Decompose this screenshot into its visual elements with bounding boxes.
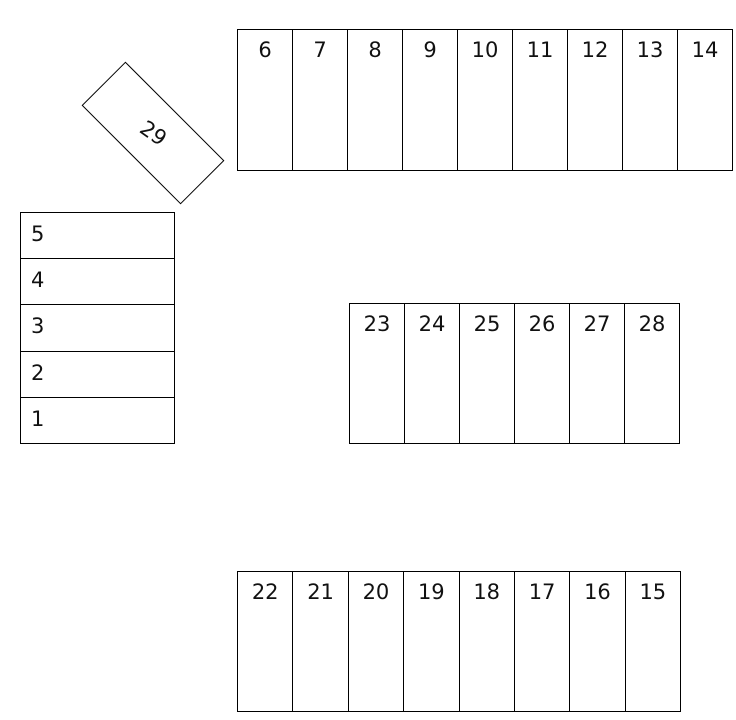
parking-slot: 20 xyxy=(349,572,405,711)
parking-slot: 8 xyxy=(348,30,403,170)
parking-slot: 11 xyxy=(513,30,568,170)
parking-slot: 22 xyxy=(238,572,294,711)
parking-slot: 2 xyxy=(21,352,174,398)
parking-slot: 27 xyxy=(570,304,625,443)
parking-slot: 12 xyxy=(568,30,623,170)
parking-slot: 16 xyxy=(570,572,626,711)
parking-slot: 15 xyxy=(639,580,667,604)
parking-slot: 17 xyxy=(515,572,571,711)
parking-slot: 4 xyxy=(21,259,174,306)
parking-slot: 9 xyxy=(403,30,458,170)
parking-slot: 26 xyxy=(515,304,570,443)
parking-slot: 19 xyxy=(404,572,460,711)
parking-slot: 24 xyxy=(405,304,460,443)
parking-slot: 6 xyxy=(238,30,293,170)
parking-slot: 25 xyxy=(460,304,515,443)
parking-slot: 13 xyxy=(623,30,678,170)
slot-number: 29 xyxy=(135,115,171,151)
parking-slot: 10 xyxy=(458,30,513,170)
parking-slot: 1 xyxy=(31,406,45,431)
parking-slot: 14 xyxy=(691,38,719,62)
parking-slot: 21 xyxy=(293,572,349,711)
parking-slot: 28 xyxy=(638,312,666,336)
parking-slot: 3 xyxy=(21,305,174,352)
parking-slot: 18 xyxy=(460,572,515,711)
parking-slot: 23 xyxy=(350,304,405,443)
parking-slot: 7 xyxy=(293,30,348,170)
parking-slot: 5 xyxy=(21,213,174,260)
parking-slot-angled: 29 xyxy=(81,61,225,205)
